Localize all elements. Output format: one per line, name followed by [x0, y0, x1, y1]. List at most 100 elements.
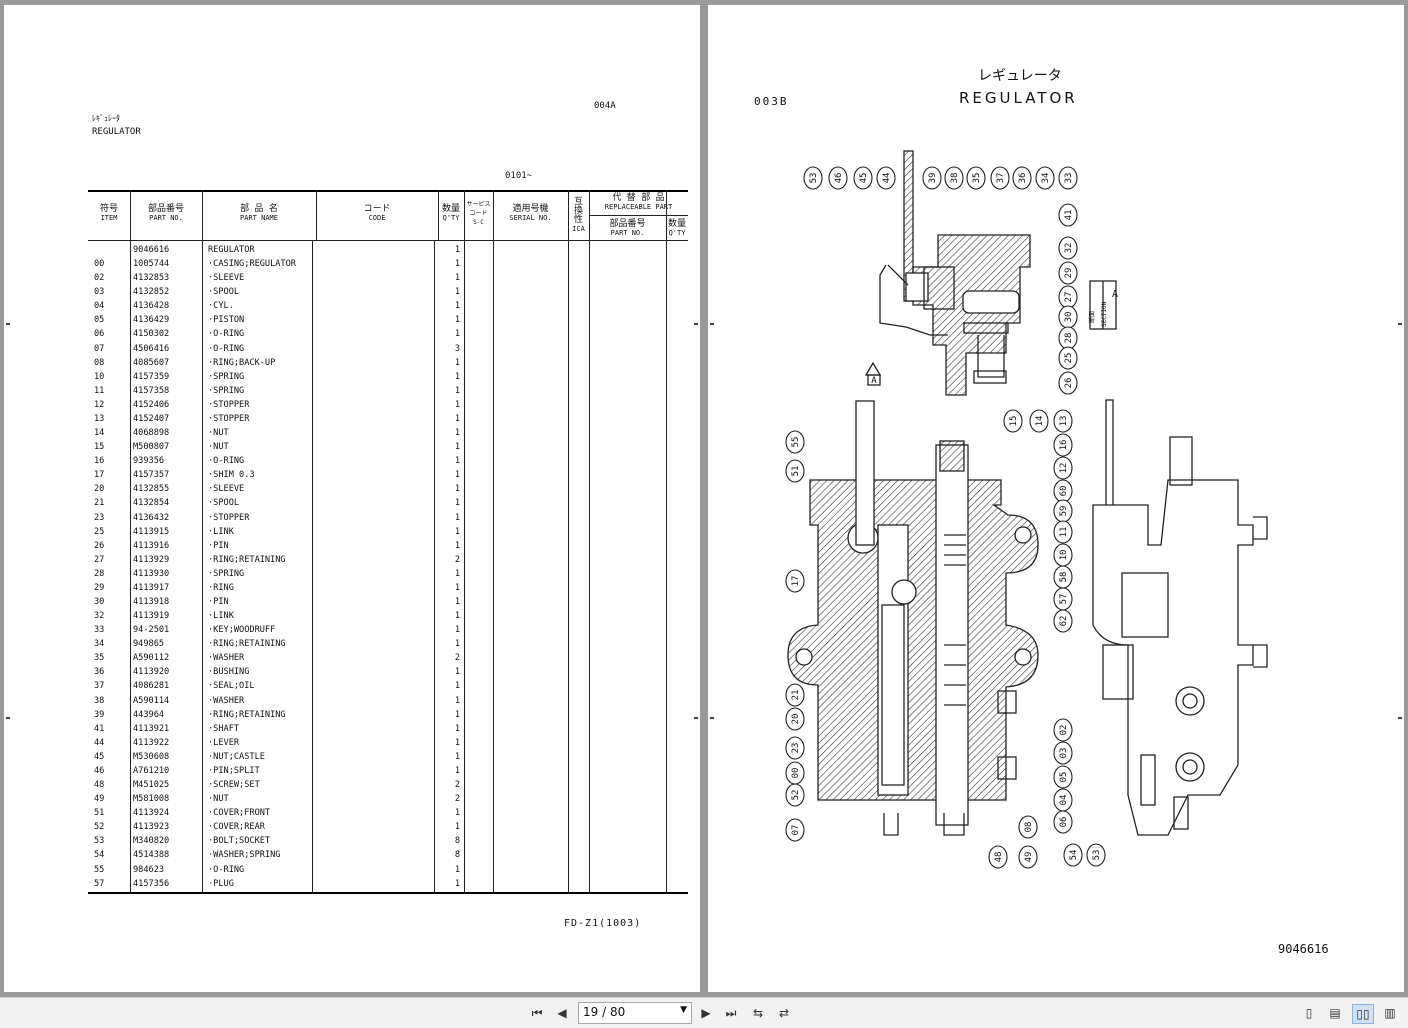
callout-25: 25 — [1058, 346, 1078, 370]
callout-35: 35 — [966, 166, 986, 190]
item-number: 04 — [94, 301, 105, 312]
quantity: 8 — [454, 836, 460, 847]
item-number: 05 — [94, 315, 105, 326]
quantity: 1 — [454, 639, 460, 650]
callout-44: 44 — [876, 166, 896, 190]
part-name: ·PLUG — [208, 878, 234, 889]
svg-text:断面: 断面 — [1088, 311, 1096, 323]
forward-view-icon[interactable]: ⇄ — [778, 1006, 790, 1020]
continuous-view-icon[interactable]: ▤ — [1329, 1006, 1341, 1020]
part-number: 949865 — [133, 639, 165, 650]
item-number: 10 — [94, 371, 105, 382]
callout-04: 04 — [1053, 788, 1073, 812]
two-page-continuous-view-icon[interactable]: ▥ — [1384, 1006, 1396, 1020]
svg-text:26: 26 — [1064, 378, 1074, 389]
svg-text:20: 20 — [791, 714, 801, 725]
table-col-rule — [589, 190, 590, 893]
svg-text:10: 10 — [1059, 550, 1069, 561]
serial-range: 0101~ — [505, 171, 533, 181]
page-selector[interactable]: 19 / 80 ▼ — [578, 1002, 692, 1024]
part-name: ·SHIM 0.3 — [208, 470, 255, 481]
last-page-icon[interactable]: ⏭ — [725, 1005, 737, 1020]
table-rule — [88, 240, 688, 241]
svg-text:00: 00 — [791, 768, 801, 779]
single-page-view-icon[interactable]: ▯ — [1305, 1006, 1313, 1020]
table-col-rule — [434, 240, 435, 893]
item-number: 25 — [94, 526, 105, 537]
callout-30: 30 — [1058, 305, 1078, 329]
quantity: 1 — [454, 245, 460, 255]
item-number: 28 — [94, 568, 105, 579]
two-page-view-icon[interactable]: ▯▯ — [1352, 1004, 1374, 1024]
quantity: 1 — [454, 695, 460, 706]
next-page-icon[interactable]: ▶ — [701, 1006, 711, 1020]
part-name: ·PIN — [208, 597, 229, 607]
part-number: 4132852 — [133, 287, 170, 298]
svg-text:33: 33 — [1064, 173, 1074, 184]
part-number: 1005744 — [133, 259, 170, 270]
page-title-jp: レギュレータ — [978, 68, 1062, 84]
table-rule — [589, 215, 688, 216]
callout-41: 41 — [1058, 203, 1078, 227]
callout-03: 03 — [1053, 741, 1073, 765]
margin-mark — [6, 717, 10, 719]
svg-text:02: 02 — [1059, 725, 1069, 736]
item-number: 16 — [94, 456, 105, 467]
part-name: ·LINK — [208, 611, 234, 622]
quantity: 2 — [454, 794, 460, 805]
svg-text:A: A — [1112, 289, 1118, 300]
item-number: 46 — [94, 765, 105, 776]
quantity: 3 — [454, 343, 460, 354]
part-number: 4085607 — [133, 357, 170, 368]
quantity: 1 — [454, 315, 460, 326]
part-name: ·RING;BACK-UP — [208, 357, 276, 368]
svg-text:53: 53 — [809, 173, 819, 184]
svg-text:38: 38 — [950, 173, 960, 184]
callout-55: 55 — [785, 430, 805, 454]
part-number: 4136429 — [133, 315, 170, 326]
part-name: ·SEAL;OIL — [208, 681, 255, 692]
quantity: 1 — [454, 737, 460, 748]
part-name: ·CASING;REGULATOR — [208, 259, 296, 270]
svg-text:A: A — [871, 376, 877, 386]
part-name: ·SPOOL — [208, 498, 240, 509]
part-number: 4113930 — [133, 568, 170, 579]
callout-45: 45 — [853, 166, 873, 190]
prev-page-icon[interactable]: ◀ — [557, 1006, 567, 1020]
margin-mark — [694, 323, 698, 325]
part-number: 443964 — [133, 709, 165, 720]
callout-48: 48 — [988, 845, 1008, 869]
svg-text:44: 44 — [882, 173, 892, 184]
quantity: 1 — [454, 625, 460, 636]
margin-mark — [710, 323, 714, 325]
svg-text:49: 49 — [1024, 852, 1034, 863]
part-name: ·COVER;FRONT — [208, 808, 271, 819]
quantity: 2 — [454, 653, 460, 664]
part-name: ·BOLT;SOCKET — [208, 836, 271, 847]
part-name: ·NUT — [208, 794, 229, 805]
quantity: 1 — [454, 765, 460, 776]
part-name: ·WASHER;SPRING — [208, 850, 281, 861]
quantity: 1 — [454, 273, 460, 284]
part-number: 4113929 — [133, 554, 170, 565]
header-title: REGULATOR — [92, 127, 141, 137]
quantity: 1 — [454, 301, 460, 312]
quantity: 1 — [454, 526, 460, 537]
svg-text:12: 12 — [1059, 463, 1069, 474]
first-page-icon[interactable]: ⏮ — [531, 1005, 543, 1020]
back-view-icon[interactable]: ⇆ — [752, 1006, 764, 1020]
